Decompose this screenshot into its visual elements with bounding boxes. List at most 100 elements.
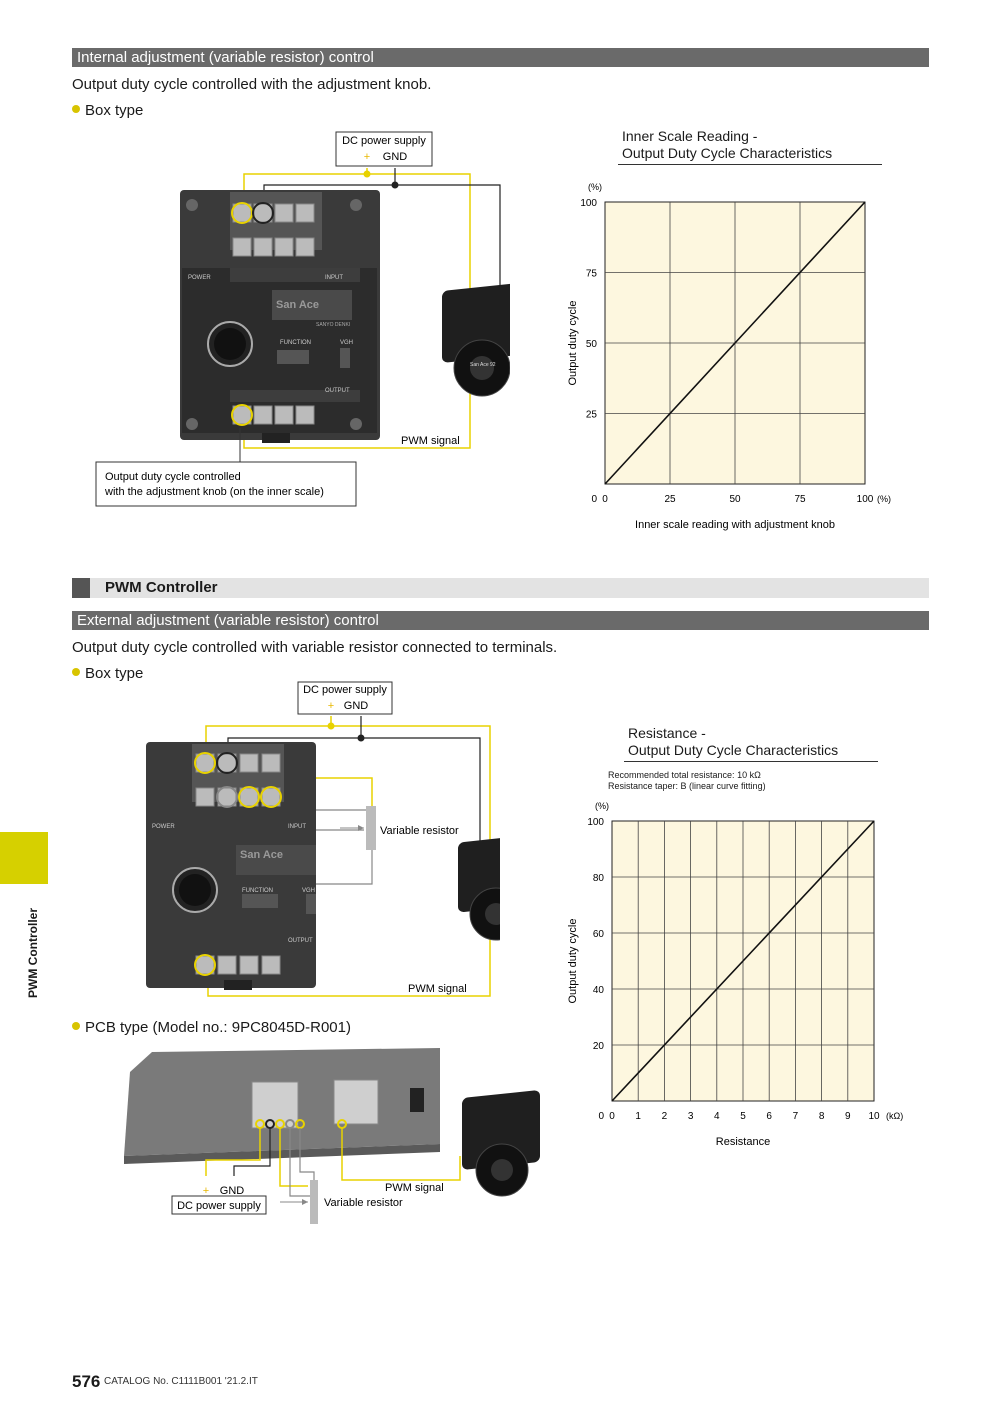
y-tick-label: 100	[580, 198, 597, 209]
heading-label: PWM Controller	[105, 579, 218, 596]
chart1-title-rule	[618, 164, 882, 165]
box-type-diagram-external: POWER INPUT OUTPUT FUNCTION VGH San Ace …	[146, 681, 500, 997]
pcb-pwm-label: PWM signal	[385, 1182, 444, 1194]
pwm-signal-label: PWM signal	[408, 983, 467, 995]
y-tick-label: 25	[586, 410, 598, 421]
chart2-note2: Resistance taper: B (linear curve fittin…	[608, 781, 766, 791]
svg-text:INPUT: INPUT	[288, 824, 306, 830]
bullet-box-type: Box type	[72, 102, 143, 120]
bullet-icon	[72, 105, 80, 113]
y-unit-label: (%)	[588, 182, 602, 192]
chart2-note1: Recommended total resistance: 10 kΩ	[608, 770, 761, 780]
section-bar-label: Internal adjustment (variable resistor) …	[77, 49, 374, 66]
x-tick-label: 6	[766, 1111, 772, 1122]
section-bar-external: External adjustment (variable resistor) …	[72, 611, 929, 630]
svg-text:San Ace: San Ace	[276, 299, 319, 311]
svg-text:VGH: VGH	[340, 340, 353, 346]
bullet-icon	[72, 668, 80, 676]
svg-text:with the adjustment knob (on t: with the adjustment knob (on the inner s…	[104, 486, 324, 498]
svg-text:Output duty cycle controlled: Output duty cycle controlled	[105, 471, 241, 483]
y-axis-label: Output duty cycle	[567, 301, 579, 386]
x-tick-label: 3	[688, 1111, 694, 1122]
y-tick-label: 100	[587, 817, 604, 828]
section-bar-internal: Internal adjustment (variable resistor) …	[72, 48, 929, 67]
svg-text:FUNCTION: FUNCTION	[280, 340, 311, 346]
x-tick-label: 0	[602, 494, 608, 505]
chart2-title-line2: Output Duty Cycle Characteristics	[628, 742, 839, 758]
x-tick-label: 2	[662, 1111, 668, 1122]
side-tab-label: PWM Controller	[26, 908, 40, 998]
power-supply-label: DC power supply	[342, 135, 426, 147]
section-description: Output duty cycle controlled with the ad…	[72, 76, 432, 93]
x-tick-label: 5	[740, 1111, 746, 1122]
x-tick-label: 50	[729, 494, 741, 505]
y-tick-label: 50	[586, 339, 598, 350]
svg-text:VGH: VGH	[302, 888, 315, 894]
svg-text:OUTPUT: OUTPUT	[288, 938, 313, 944]
chart2-title-line1: Resistance -	[628, 725, 706, 741]
pcb-type-diagram: + GND DC power supply PWM signal Variabl…	[124, 1048, 540, 1224]
svg-text:SANYO DENKI: SANYO DENKI	[316, 322, 350, 328]
svg-text:FUNCTION: FUNCTION	[242, 888, 273, 894]
power-supply-label: DC power supply	[303, 684, 387, 696]
bullet-label: PCB type (Model no.: 9PC8045D-R001)	[85, 1019, 351, 1036]
box-type-diagram-internal: POWER INPUT OUTPUT FUNCTION VGH San Ace …	[95, 131, 510, 507]
pwm-signal-label: PWM signal	[401, 435, 460, 447]
chart2-title: Resistance - Output Duty Cycle Character…	[628, 725, 838, 759]
y-tick-label: 40	[593, 985, 605, 996]
pcb-power-supply-label: DC power supply	[177, 1200, 261, 1212]
bullet-label: Box type	[85, 102, 144, 119]
x-axis-label: Inner scale reading with adjustment knob	[635, 519, 835, 531]
y-tick-label: 20	[593, 1041, 605, 1052]
x-tick-label: 8	[819, 1111, 825, 1122]
y-tick-label: 60	[593, 929, 605, 940]
x-tick-label: 4	[714, 1111, 720, 1122]
x-unit-label: (kΩ)	[886, 1111, 903, 1121]
x-tick-label: 10	[868, 1111, 880, 1122]
page-number: 576	[72, 1372, 101, 1391]
svg-text:San Ace: San Ace	[240, 849, 283, 861]
section-bar-label: External adjustment (variable resistor) …	[77, 612, 379, 629]
svg-text:San Ace 92: San Ace 92	[470, 362, 496, 368]
section-description: Output duty cycle controlled with variab…	[72, 639, 558, 656]
bullet-icon	[72, 1022, 80, 1030]
x-axis-label: Resistance	[716, 1136, 770, 1148]
x-tick-label: 75	[794, 494, 806, 505]
origin-label: 0	[598, 1111, 604, 1122]
bullet-box-type: Box type	[72, 665, 143, 683]
svg-text:POWER: POWER	[188, 275, 211, 281]
svg-text:+: +	[203, 1185, 209, 1197]
series-line	[611, 820, 875, 1102]
x-tick-label: 25	[664, 494, 676, 505]
svg-text:INPUT: INPUT	[325, 275, 343, 281]
side-tab	[0, 832, 48, 884]
variable-resistor-label: Variable resistor	[380, 825, 459, 837]
bullet-pcb-type: PCB type (Model no.: 9PC8045D-R001)	[72, 1019, 351, 1037]
catalog-number: CATALOG No. C1111B001 '21.2.IT	[104, 1376, 258, 1387]
x-tick-label: 100	[857, 494, 874, 505]
x-tick-label: 9	[845, 1111, 851, 1122]
chart1-title: Inner Scale Reading - Output Duty Cycle …	[622, 128, 832, 162]
svg-text:GND: GND	[344, 700, 369, 712]
svg-text:GND: GND	[383, 151, 408, 163]
section-heading: PWM Controller	[72, 578, 929, 598]
svg-text:+: +	[328, 700, 334, 712]
pcb-resistor-label: Variable resistor	[324, 1197, 403, 1209]
y-tick-label: 75	[586, 269, 598, 280]
svg-text:OUTPUT: OUTPUT	[325, 388, 350, 394]
y-axis-label: Output duty cycle	[567, 919, 579, 1004]
bullet-label: Box type	[85, 665, 144, 682]
series-line	[604, 201, 866, 485]
chart1-title-line1: Inner Scale Reading -	[622, 128, 758, 144]
chart1-title-line2: Output Duty Cycle Characteristics	[622, 145, 833, 161]
svg-text:POWER: POWER	[152, 824, 175, 830]
chart2-notes: Recommended total resistance: 10 kΩ Resi…	[608, 770, 766, 792]
chart2-title-rule	[624, 761, 878, 762]
x-tick-label: 0	[609, 1111, 615, 1122]
svg-text:GND: GND	[220, 1185, 245, 1197]
x-tick-label: 1	[635, 1111, 641, 1122]
origin-label: 0	[591, 494, 597, 505]
svg-text:+: +	[364, 151, 370, 163]
